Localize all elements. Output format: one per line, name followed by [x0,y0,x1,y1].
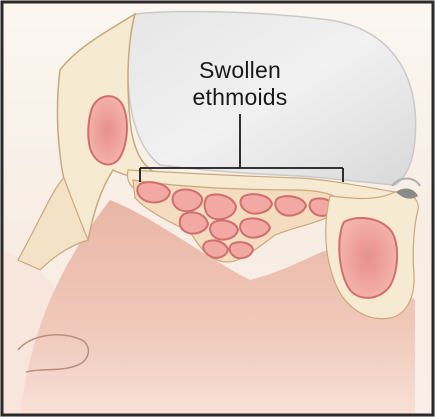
ethmoid-cell [240,218,270,237]
sphenoid-sinus [339,218,397,298]
callout-label-line-1: Swollen [150,57,330,83]
ethmoid-cell [180,212,208,233]
ethmoid-cell [137,182,170,202]
callout-label-line-2: ethmoids [150,84,330,110]
ethmoid-cell [210,220,238,239]
ethmoid-cell [275,196,306,215]
frontal-sinus [88,96,127,164]
ethmoid-cell [241,194,272,213]
ethmoid-cell [173,190,203,212]
ethmoid-cell [230,242,253,258]
